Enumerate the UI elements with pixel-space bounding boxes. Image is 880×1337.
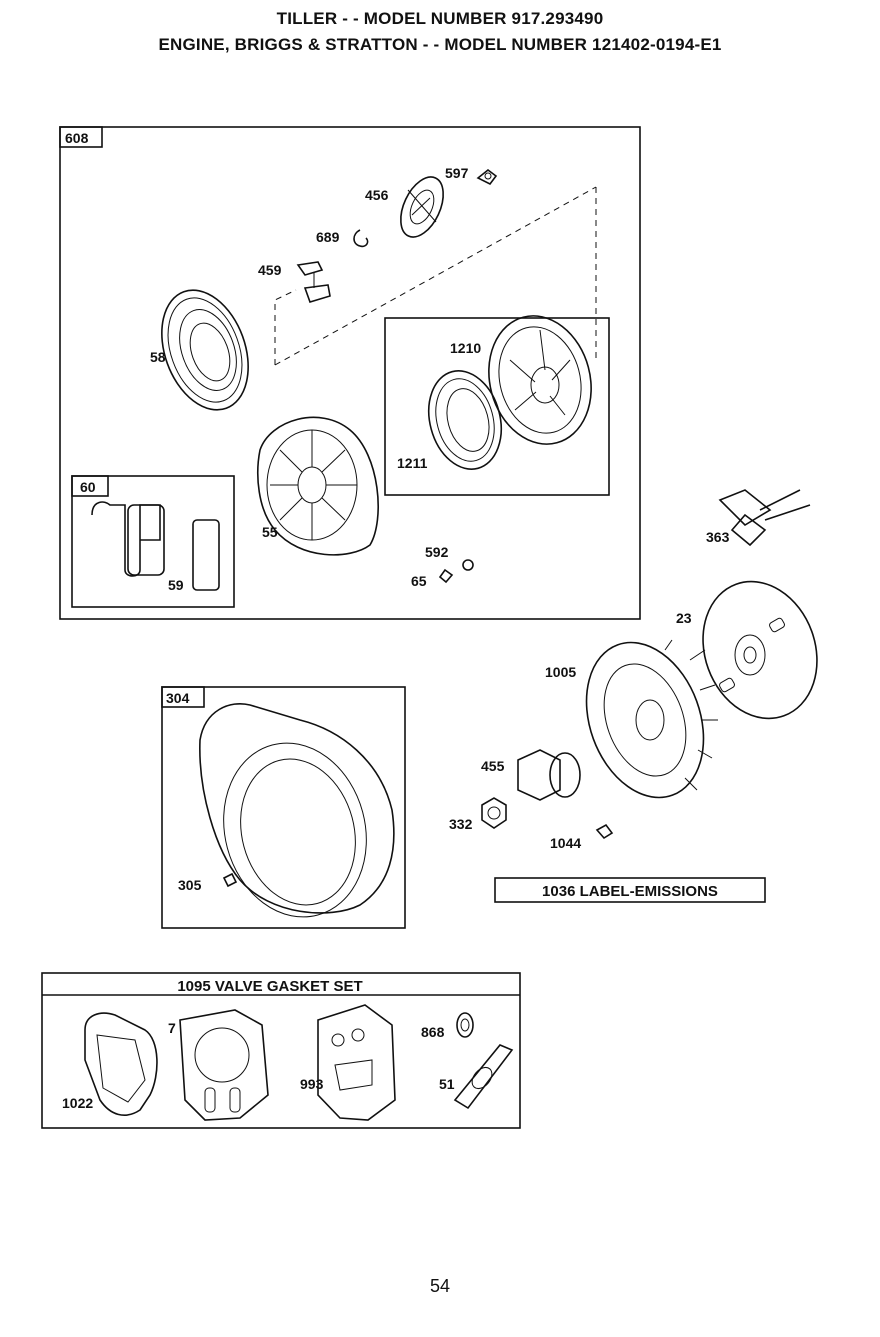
part-label-456: 456 [365, 187, 389, 203]
part-label-1022: 1022 [62, 1095, 93, 1111]
part-label-23: 23 [676, 610, 692, 626]
valve-gasket-set-title: 1095 VALVE GASKET SET [177, 978, 362, 995]
part-label-1210: 1210 [450, 340, 481, 356]
part-label-305: 305 [178, 877, 202, 893]
nut-332-part [482, 798, 506, 828]
part-label-868: 868 [421, 1024, 445, 1040]
gasket-1022-part [85, 1013, 157, 1115]
gasket-993-part [318, 1005, 395, 1120]
part-label-51: 51 [439, 1076, 455, 1092]
part-label-55: 55 [262, 524, 278, 540]
spring-1211-part [418, 363, 511, 478]
part-label-332: 332 [449, 816, 473, 832]
assembly-label-60: 60 [80, 479, 96, 495]
part-label-59: 59 [168, 577, 184, 593]
retainer-456-part [392, 170, 452, 243]
part-label-455: 455 [481, 758, 505, 774]
assembly-label-304: 304 [166, 690, 190, 706]
part-label-58: 58 [150, 349, 166, 365]
part-label-689: 689 [316, 229, 340, 245]
assembly-line [275, 187, 596, 365]
cup-455-part [518, 750, 580, 800]
emissions-label-text: 1036 LABEL-EMISSIONS [542, 883, 718, 900]
part-label-65: 65 [411, 573, 427, 589]
part-label-1005: 1005 [545, 664, 576, 680]
flywheel-23-part [684, 565, 835, 734]
assembly-box-608 [60, 127, 640, 619]
part-label-592: 592 [425, 544, 449, 560]
page-number: 54 [0, 1276, 880, 1297]
seal-868-part [457, 1013, 473, 1037]
screw-65-part [440, 570, 452, 582]
part-label-363: 363 [706, 529, 730, 545]
assembly-label-608: 608 [65, 130, 89, 146]
blower-housing-304-part [200, 704, 394, 933]
screw-1044-part [597, 825, 612, 838]
part-label-597: 597 [445, 165, 469, 181]
part-label-1044: 1044 [550, 835, 581, 851]
armature-363-part [720, 490, 810, 545]
washer-592-part [463, 560, 473, 570]
valve-gasket-set-box [42, 973, 520, 1128]
gasket-7-part [180, 1010, 268, 1120]
part-label-459: 459 [258, 262, 282, 278]
pawl-459-part [298, 262, 330, 302]
spring-689-part [354, 230, 368, 246]
gasket-51-part [455, 1045, 512, 1108]
screw-305-part [224, 874, 236, 886]
part-label-7: 7 [168, 1020, 176, 1036]
screw-597-part [478, 170, 496, 184]
assembly-line [275, 290, 296, 365]
part-label-1211: 1211 [397, 455, 428, 471]
part-label-993: 993 [300, 1076, 324, 1092]
fan-1005-part [566, 626, 724, 814]
insert-59-part [193, 520, 219, 590]
handle-60-part [92, 502, 164, 576]
